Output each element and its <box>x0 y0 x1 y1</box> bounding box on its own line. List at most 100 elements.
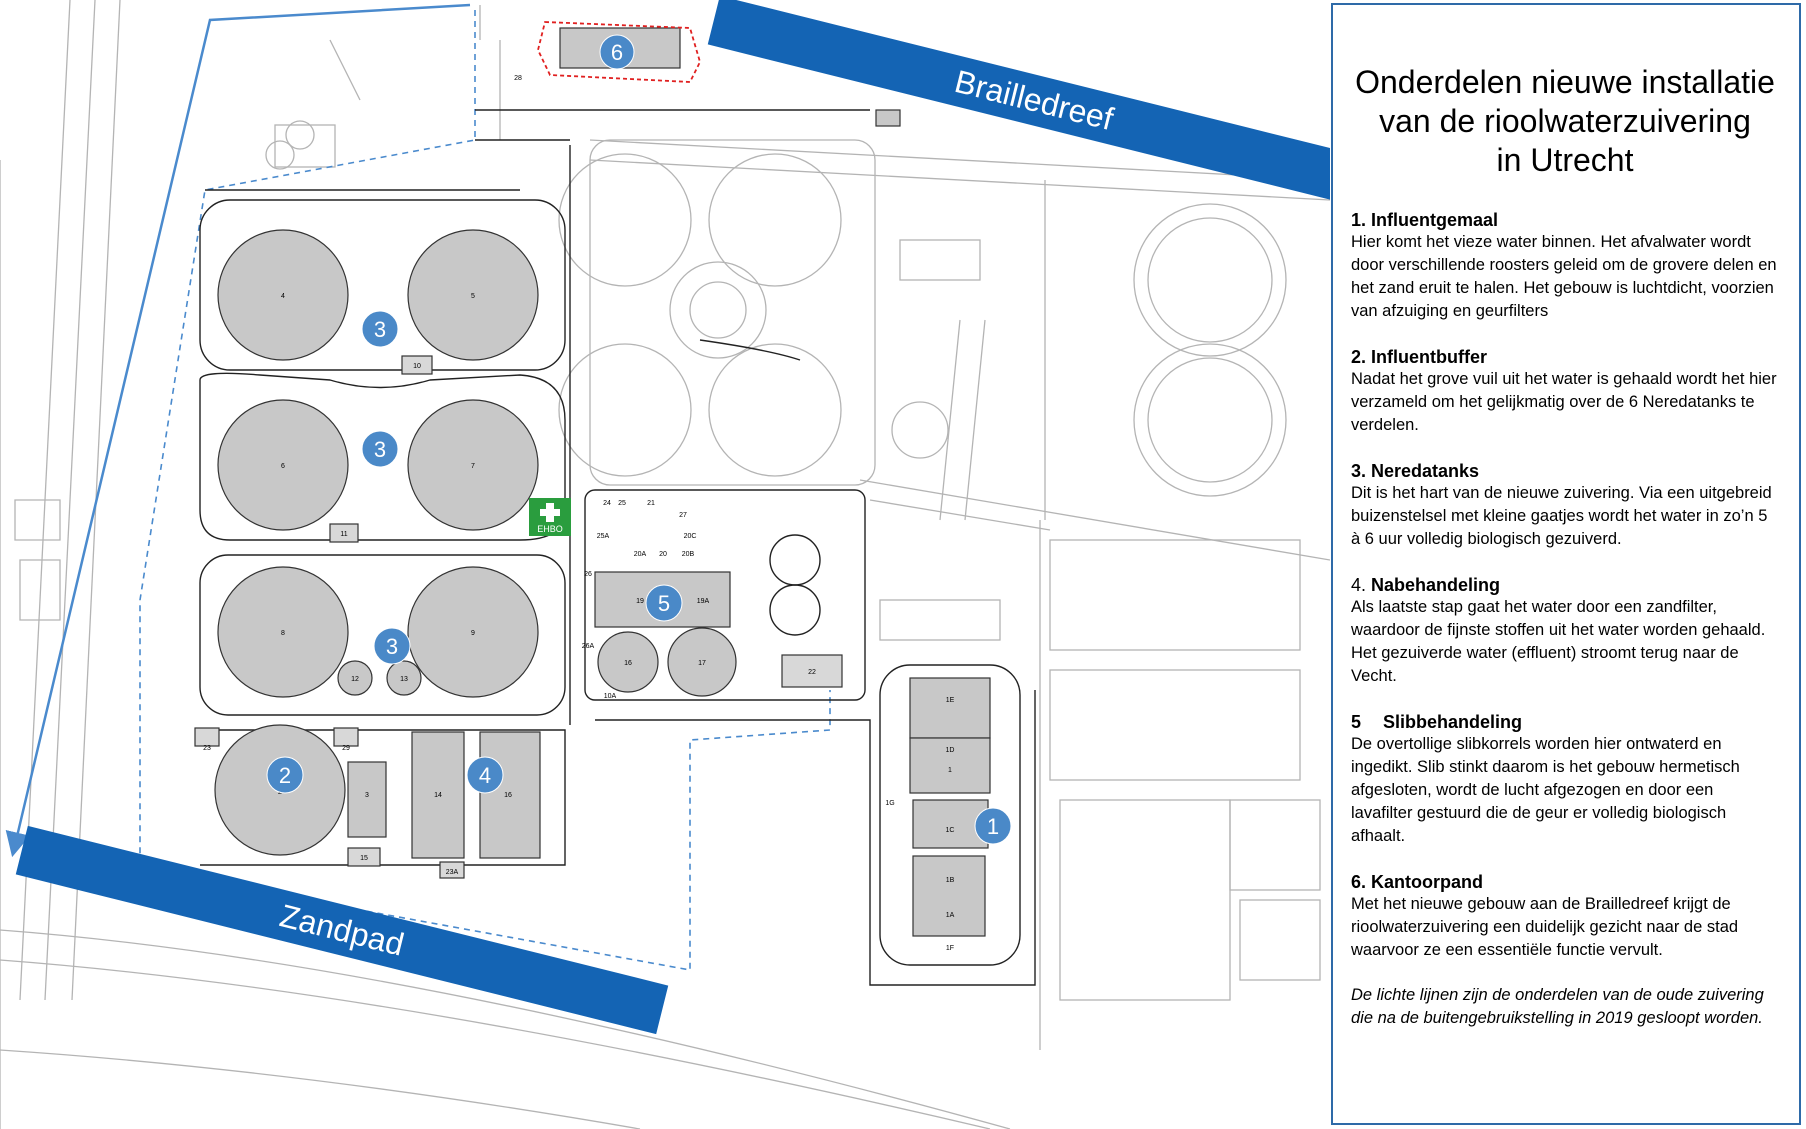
building-label: 20B <box>682 551 695 558</box>
building-label: 20A <box>634 551 647 558</box>
building-label: 1E <box>946 697 955 704</box>
section-heading: 4. Nabehandeling <box>1351 575 1779 596</box>
building-label: 25 <box>618 500 626 507</box>
building-16 <box>479 731 541 859</box>
new-installation-roads <box>199 109 1036 986</box>
building-11 <box>329 523 359 543</box>
tank-label: 17 <box>698 660 706 667</box>
building-label: 16 <box>504 792 512 799</box>
building-label: 10A <box>604 693 617 700</box>
tank-label: 6 <box>281 463 285 470</box>
building-15 <box>347 847 381 867</box>
building-23A <box>439 861 465 879</box>
marker-3-top[interactable]: 3 <box>361 310 399 348</box>
section-body: Als laatste stap gaat het water door een… <box>1351 598 1766 685</box>
first-aid-cross-icon <box>540 503 560 522</box>
section-heading: 2. Influentbuffer <box>1351 347 1487 367</box>
building-29 <box>333 727 359 747</box>
building-label: 19A <box>697 598 710 605</box>
marker-3-label: 3 <box>374 317 386 342</box>
building-label: 23A <box>446 869 459 876</box>
building-label: 1G <box>885 800 894 807</box>
tanks <box>214 229 737 856</box>
marker-3-label: 3 <box>386 634 398 659</box>
building-label: 21 <box>647 500 655 507</box>
building-label: 15 <box>360 855 368 862</box>
tank-label: 16 <box>624 660 632 667</box>
marker-4[interactable]: 4 <box>466 756 504 794</box>
legend-section-kantoorpand: 6. Kantoorpand Met het nieuwe gebouw aan… <box>1351 872 1779 962</box>
section-heading-prefix: 5 <box>1351 712 1362 732</box>
tank-7 <box>407 399 539 531</box>
building-label: 14 <box>434 792 442 799</box>
tank-13 <box>386 660 422 696</box>
section-heading: 6. Kantoorpand <box>1351 872 1484 892</box>
building-label: 1A <box>946 912 955 919</box>
building-label: 22 <box>808 669 816 676</box>
brailledreef-label: Brailledreef <box>951 63 1117 137</box>
building-label: 1F <box>946 945 954 952</box>
marker-6[interactable]: 6 <box>599 34 635 70</box>
building-14 <box>411 731 465 859</box>
marker-5[interactable]: 5 <box>645 584 683 622</box>
tank-label: 12 <box>351 676 359 683</box>
section-body: Met het nieuwe gebouw aan de Brailledree… <box>1351 895 1739 959</box>
building-label: 19 <box>636 598 644 605</box>
marker-3-bottom[interactable]: 3 <box>373 627 411 665</box>
building-1B <box>912 855 986 937</box>
building-label: 3 <box>365 792 369 799</box>
legend-title-line: van de rioolwaterzuivering <box>1379 103 1751 139</box>
building-label: 10 <box>413 363 421 370</box>
building-label: 26 <box>584 571 592 578</box>
brailledreef-banner: Brailledreef <box>707 0 1330 205</box>
section-body: De overtollige slibkorrels worden hier o… <box>1351 735 1740 845</box>
marker-1[interactable]: 1 <box>974 807 1012 845</box>
marker-5-label: 5 <box>658 591 670 616</box>
tank-6 <box>217 399 349 531</box>
tank-5 <box>407 229 539 361</box>
marker-2[interactable]: 2 <box>266 756 304 794</box>
marker-6-label: 6 <box>611 40 623 65</box>
legend-footnote: De lichte lijnen zijn de onderdelen van … <box>1351 986 1764 1027</box>
legend-title-line: in Utrecht <box>1496 142 1634 178</box>
building-label: 1B <box>946 877 955 884</box>
section-heading: 3. Neredatanks <box>1351 461 1480 481</box>
section-body: Hier komt het vieze water binnen. Het af… <box>1351 233 1777 320</box>
building-label: 11 <box>340 531 347 538</box>
site-map: 4 5 6 7 8 9 2 12 13 16 17 1E 1D 1 1C <box>0 0 1330 1129</box>
tank-label: 9 <box>471 630 475 637</box>
building-22 <box>781 654 843 688</box>
tank-16 <box>597 631 659 693</box>
tank-12 <box>337 660 373 696</box>
tank-9 <box>407 566 539 698</box>
building-3 <box>347 761 387 838</box>
tank-17 <box>667 627 737 697</box>
building-label: 29 <box>342 745 350 752</box>
tank-label: 4 <box>281 293 285 300</box>
markers: 1 2 3 3 3 4 5 6 <box>266 34 1012 845</box>
legend-panel: Onderdelen nieuwe installatie van de rio… <box>1331 3 1801 1125</box>
building-23 <box>194 727 220 747</box>
first-aid-post: EHBO <box>529 498 571 536</box>
building-label: 24 <box>603 500 611 507</box>
legend-section-influentbuffer: 2. Influentbuffer Nadat het grove vuil u… <box>1351 347 1779 437</box>
building-10 <box>401 355 433 375</box>
zandpad-banner: Zandpad <box>15 825 669 1035</box>
building-label: 1 <box>948 767 952 774</box>
tank-label: 5 <box>471 293 475 300</box>
first-aid-label: EHBO <box>537 524 563 534</box>
building-label: 27 <box>679 512 687 519</box>
legend-title: Onderdelen nieuwe installatie van de rio… <box>1351 63 1779 180</box>
building-label: 20 <box>659 551 667 558</box>
building-label: 1C <box>946 827 955 834</box>
building-label: 20C <box>684 533 697 540</box>
building-label: 28 <box>514 75 522 82</box>
building-label: 1D <box>946 747 955 754</box>
marker-3-middle[interactable]: 3 <box>361 430 399 468</box>
buildings <box>194 27 991 937</box>
tank-label: 8 <box>281 630 285 637</box>
building-1E <box>909 677 991 739</box>
new-route-arrow <box>5 3 471 858</box>
